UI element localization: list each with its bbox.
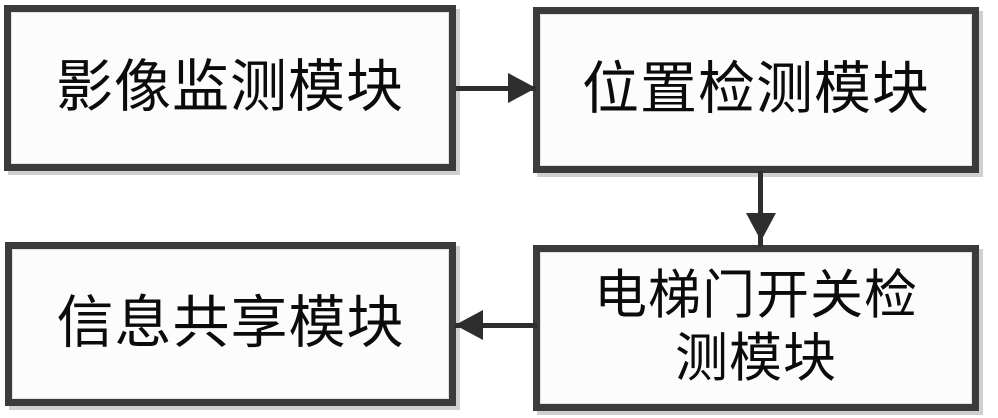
node-position-detect-label: 位置检测模块 (582, 56, 930, 123)
arrow-right-icon (508, 73, 536, 103)
node-position-detect[interactable]: 位置检测模块 (533, 7, 979, 173)
node-image-monitor[interactable]: 影像监测模块 (4, 5, 456, 171)
node-image-monitor-inner: 影像监测模块 (11, 12, 449, 164)
connector-line-vertical (758, 171, 763, 247)
node-door-detect-inner: 电梯门开关检 测模块 (540, 252, 972, 404)
node-door-detect-label: 电梯门开关检 测模块 (594, 265, 918, 389)
node-info-share-label: 信息共享模块 (56, 290, 405, 357)
node-info-share-inner: 信息共享模块 (12, 249, 449, 399)
node-info-share[interactable]: 信息共享模块 (5, 242, 456, 406)
arrow-down-icon (746, 213, 776, 241)
node-position-detect-inner: 位置检测模块 (540, 14, 972, 166)
arrow-left-icon (455, 310, 483, 340)
node-image-monitor-label: 影像监测模块 (56, 54, 404, 121)
node-door-detect[interactable]: 电梯门开关检 测模块 (533, 245, 979, 411)
connector-line-horizontal (455, 323, 537, 328)
connector-line-horizontal (456, 86, 536, 91)
